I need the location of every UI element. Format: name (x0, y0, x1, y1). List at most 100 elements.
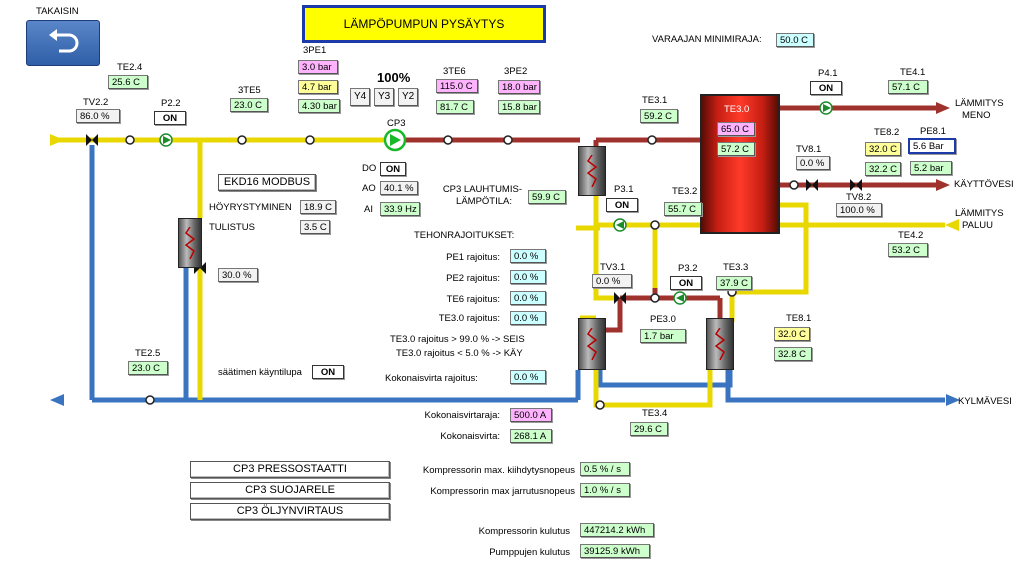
evap-value: 18.9 C (300, 200, 336, 214)
te31-value: 59.2 C (640, 109, 678, 123)
pe2-value-1[interactable]: 18.0 bar (498, 80, 540, 94)
min-limit-label: VARAAJAN MINIMIRAJA: (652, 34, 762, 45)
hot-water-label: KÄYTTÖVESI (954, 179, 1014, 190)
te6-value-2: 81.7 C (436, 100, 474, 114)
limit-rule-2: TE3.0 rajoitus < 5.0 % -> KÄY (396, 348, 523, 359)
pe81-label: PE8.1 (920, 126, 946, 137)
tv22-label: TV2.2 (83, 97, 109, 108)
back-arrow-icon (49, 29, 79, 53)
pe1-value-2[interactable]: 4.7 bar (298, 80, 338, 94)
tv31-label: TV3.1 (600, 262, 626, 273)
heating-out-label-2: MENO (962, 110, 991, 121)
heating-out-label-1: LÄMMITYS (955, 98, 1004, 109)
decel-value[interactable]: 1.0 % / s (580, 483, 630, 497)
te34-label: TE3.4 (642, 408, 668, 419)
te24-value: 25.6 C (108, 75, 148, 89)
pe30-value: 1.7 bar (640, 329, 686, 343)
te82-value-1[interactable]: 32.0 C (865, 142, 901, 156)
te5-label: 3TE5 (238, 85, 261, 96)
pump-usage-value: 39125.9 kWh (580, 544, 650, 558)
pe2-limit-label: PE2 rajoitus: (446, 273, 500, 284)
te30-setpoint[interactable]: 65.0 C (717, 122, 755, 136)
pe81-value-1[interactable]: 5.6 Bar (908, 138, 956, 154)
te30-value: 57.2 C (717, 142, 755, 156)
step-y3: Y3 (374, 88, 394, 106)
evap-label: HÖYRYSTYMINEN (209, 202, 292, 213)
pe1-value-1[interactable]: 3.0 bar (298, 60, 338, 74)
te81-value-1[interactable]: 32.0 C (774, 327, 810, 341)
pe1-value-3: 4.30 bar (298, 99, 340, 113)
decel-label: Kompressorin max jarrutusnopeus (430, 486, 575, 497)
current-total-value: 268.1 A (510, 429, 552, 443)
te24-label: TE2.4 (117, 62, 143, 73)
current-limit-max-value[interactable]: 500.0 A (510, 408, 552, 422)
tv22-value: 86.0 % (76, 109, 120, 123)
pe2-value-2: 15.8 bar (498, 100, 540, 114)
tv81-value: 0.0 % (796, 156, 830, 170)
do-value: ON (380, 162, 406, 176)
te6-value-1[interactable]: 115.0 C (436, 79, 478, 93)
tv82-value: 100.0 % (836, 203, 882, 217)
te42-label: TE4.2 (898, 230, 924, 241)
p32-state[interactable]: ON (670, 276, 702, 290)
p41-state[interactable]: ON (810, 81, 842, 95)
te82-value-2: 32.2 C (865, 162, 901, 176)
ai-value: 33.9 Hz (380, 202, 420, 216)
te41-label: TE4.1 (900, 67, 926, 78)
accel-value[interactable]: 0.5 % / s (580, 462, 630, 476)
heating-return-label-2: PALUU (962, 220, 993, 231)
te25-value: 23.0 C (128, 361, 168, 375)
valve-left-value: 30.0 % (218, 268, 258, 282)
condenser-exchanger (578, 146, 606, 196)
p41-label: P4.1 (818, 68, 838, 79)
storage-tank: TE3.0 65.0 C 57.2 C (700, 94, 780, 234)
condensing-label-1: CP3 LAUHTUMIS- (442, 184, 522, 195)
te6-limit-label: TE6 rajoitus: (446, 294, 500, 305)
te34-value: 29.6 C (630, 422, 668, 436)
current-limit-value: 0.0 % (510, 370, 546, 384)
tv81-label: TV8.1 (796, 144, 822, 155)
compressor-name: CP3 (387, 118, 406, 129)
te33-value: 37.9 C (716, 276, 752, 290)
alarm-pressostat-button[interactable]: CP3 PRESSOSTAATTI (190, 461, 390, 478)
te82-label: TE8.2 (874, 127, 900, 138)
modbus-button[interactable]: EKD16 MODBUS (218, 174, 316, 191)
p22-state[interactable]: ON (154, 111, 186, 125)
te5-value: 23.0 C (230, 98, 268, 112)
min-limit-value[interactable]: 50.0 C (776, 33, 814, 47)
pe1-limit-label: PE1 rajoitus: (446, 252, 500, 263)
p22-label: P2.2 (161, 98, 181, 109)
pump-usage-label: Pumppujen kulutus (489, 547, 570, 558)
current-limit-max-label: Kokonaisvirtaraja: (424, 410, 500, 421)
te42-value: 53.2 C (888, 243, 928, 257)
pe1-label: 3PE1 (303, 45, 327, 56)
limit-rule-1: TE3.0 rajoitus > 99.0 % -> SEIS (390, 334, 525, 345)
compressor-percent: 100% (377, 70, 411, 85)
te6-limit-value: 0.0 % (510, 291, 546, 305)
pe1-limit-value: 0.0 % (510, 249, 546, 263)
alarm-protection-relay-button[interactable]: CP3 SUOJARELE (190, 482, 390, 499)
te31-label: TE3.1 (642, 95, 668, 106)
ao-label: AO (362, 183, 376, 194)
p31-state[interactable]: ON (606, 198, 638, 212)
step-y2: Y2 (398, 88, 418, 106)
back-label: TAKAISIN (36, 6, 79, 17)
te30-limit-label: TE3.0 rajoitus: (438, 313, 500, 324)
condensing-value: 59.9 C (528, 190, 566, 204)
pe81-value-2: 5.2 bar (910, 161, 952, 175)
superheat-label: TULISTUS (209, 222, 255, 233)
current-limit-label: Kokonaisvirta rajoitus: (385, 373, 478, 384)
pe2-limit-value: 0.0 % (510, 270, 546, 284)
alarm-oil-flow-button[interactable]: CP3 ÖLJYNVIRTAUS (190, 503, 390, 520)
compressor-usage-value: 447214.2 kWh (580, 523, 654, 537)
cold-water-label: KYLMÄVESI (958, 396, 1012, 407)
accel-label: Kompressorin max. kiihdytysnopeus (422, 465, 575, 476)
heating-return-label-1: LÄMMITYS (955, 208, 1004, 219)
back-button[interactable] (26, 20, 100, 66)
p32-label: P3.2 (678, 263, 698, 274)
enable-state[interactable]: ON (312, 365, 344, 379)
te6-label: 3TE6 (443, 66, 466, 77)
te33-label: TE3.3 (723, 262, 749, 273)
te30-limit-value: 0.0 % (510, 311, 546, 325)
